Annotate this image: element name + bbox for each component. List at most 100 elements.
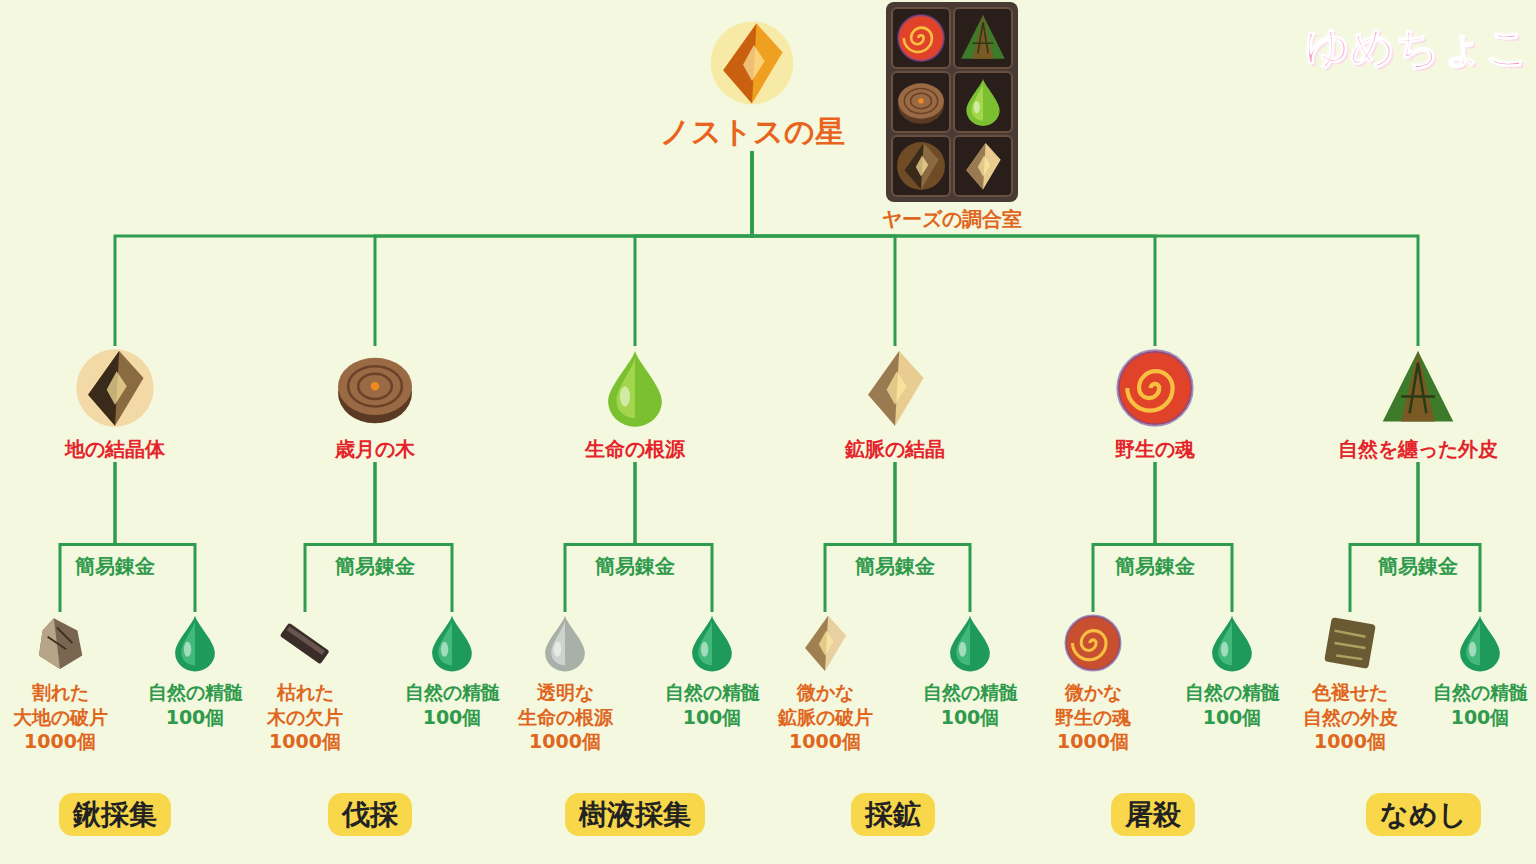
tree-connector: [1350, 462, 1418, 612]
tree-connector: [1093, 462, 1155, 612]
edge-label: 簡易錬金: [1112, 553, 1198, 580]
material-item: 自然を纏った外皮: [1318, 346, 1518, 462]
tree-connector: [1418, 462, 1480, 612]
item-label: 鉱脈の結晶: [795, 436, 995, 462]
edge-label: 簡易錬金: [332, 553, 418, 580]
item-icon: [274, 612, 336, 674]
skill-badge: なめし: [1366, 793, 1481, 836]
edge-label: 簡易錬金: [592, 553, 678, 580]
item-icon: [333, 346, 417, 430]
item-label: 採鉱: [865, 797, 921, 832]
tree-connector: [375, 151, 752, 346]
essence-item: 自然の精髄100個: [918, 612, 1022, 729]
material-item: 歳月の木: [275, 346, 475, 462]
material-item: 生命の根源: [535, 346, 735, 462]
item-icon: [1376, 346, 1460, 430]
item-label: なめし: [1380, 797, 1467, 832]
ingredient-item: 微かな 鉱脈の破片1000個: [774, 612, 877, 754]
item-label: 100個: [1428, 705, 1532, 730]
item-label: 自然の精髄: [400, 680, 504, 705]
item-label: 自然を纏った外皮: [1318, 436, 1518, 462]
item-label: 樹液採集: [579, 797, 691, 832]
item-icon: [73, 346, 157, 430]
essence-item: 自然の精髄100個: [400, 612, 504, 729]
material-item: 野生の魂: [1055, 346, 1255, 462]
tree-connector: [752, 151, 1418, 346]
item-icon: [939, 612, 1001, 674]
item-icon: [1062, 612, 1124, 674]
item-label: 枯れた 木の欠片: [262, 680, 348, 729]
tree-connector: [115, 462, 195, 612]
item-icon: [421, 612, 483, 674]
skill-badge: 樹液採集: [565, 793, 705, 836]
item-label: 割れた 大地の破片: [5, 680, 115, 729]
item-label: 伐採: [342, 797, 398, 832]
item-label: 1000個: [774, 729, 877, 754]
item-label: 100個: [400, 705, 504, 730]
tree-connector: [565, 462, 635, 612]
ingredient-item: 枯れた 木の欠片1000個: [262, 612, 348, 754]
item-label: 歳月の木: [275, 436, 475, 462]
tree-connector: [895, 462, 970, 612]
edge-label: 簡易錬金: [852, 553, 938, 580]
tree-connector: [1155, 462, 1232, 612]
item-label: 自然の精髄: [918, 680, 1022, 705]
tree-connector: [635, 151, 752, 346]
item-label: 微かな 野生の魂: [1050, 680, 1136, 729]
skill-badge: 採鉱: [851, 793, 935, 836]
ingredient-item: 割れた 大地の破片1000個: [5, 612, 115, 754]
item-label: 地の結晶体: [15, 436, 215, 462]
item-icon: [794, 612, 856, 674]
ingredient-item: 微かな 野生の魂1000個: [1050, 612, 1136, 754]
tree-connector: [305, 462, 375, 612]
tree-connector: [60, 462, 115, 612]
watermark: ゆめちょこ: [1305, 18, 1530, 77]
item-icon: [1319, 612, 1381, 674]
material-item: 鉱脈の結晶: [795, 346, 995, 462]
item-icon: [1113, 346, 1197, 430]
item-label: ヤーズの調合室: [857, 206, 1047, 232]
item-label: 1000個: [1050, 729, 1136, 754]
item-icon: [29, 612, 91, 674]
item-label: 生命の根源: [535, 436, 735, 462]
item-icon: [593, 346, 677, 430]
item-label: 自然の精髄: [660, 680, 764, 705]
essence-item: 自然の精髄100個: [660, 612, 764, 729]
item-label: 自然の精髄: [143, 680, 247, 705]
item-label: 100個: [918, 705, 1022, 730]
tree-connector: [825, 462, 895, 612]
item-label: 屠殺: [1125, 797, 1181, 832]
item-label: 鍬採集: [73, 797, 157, 832]
item-icon: [164, 612, 226, 674]
crafting-grid: [886, 2, 1018, 202]
item-label: 1000個: [1299, 729, 1402, 754]
item-label: 色褪せた 自然の外皮: [1299, 680, 1402, 729]
item-label: 自然の精髄: [1180, 680, 1284, 705]
tree-connector: [752, 151, 895, 346]
essence-item: 自然の精髄100個: [143, 612, 247, 729]
item-icon: [853, 346, 937, 430]
item-label: 100個: [1180, 705, 1284, 730]
item-label: 自然の精髄: [1428, 680, 1532, 705]
crafting-room: ヤーズの調合室: [857, 2, 1047, 232]
item-label: 微かな 鉱脈の破片: [774, 680, 877, 729]
essence-item: 自然の精髄100個: [1180, 612, 1284, 729]
item-label: 1000個: [514, 729, 617, 754]
skill-badge: 伐採: [328, 793, 412, 836]
item-label: ノストスの星: [642, 112, 862, 151]
tree-connector: [375, 462, 452, 612]
item-label: 1000個: [5, 729, 115, 754]
item-label: 透明な 生命の根源: [514, 680, 617, 729]
item-icon: [707, 18, 797, 108]
item-label: 100個: [143, 705, 247, 730]
item-label: 1000個: [262, 729, 348, 754]
tree-connector: [115, 151, 752, 346]
item-icon: [1449, 612, 1511, 674]
ingredient-item: 透明な 生命の根源1000個: [514, 612, 617, 754]
item-label: 野生の魂: [1055, 436, 1255, 462]
item-icon: [681, 612, 743, 674]
item-icon: [1201, 612, 1263, 674]
root-item: ノストスの星: [642, 18, 862, 151]
essence-item: 自然の精髄100個: [1428, 612, 1532, 729]
